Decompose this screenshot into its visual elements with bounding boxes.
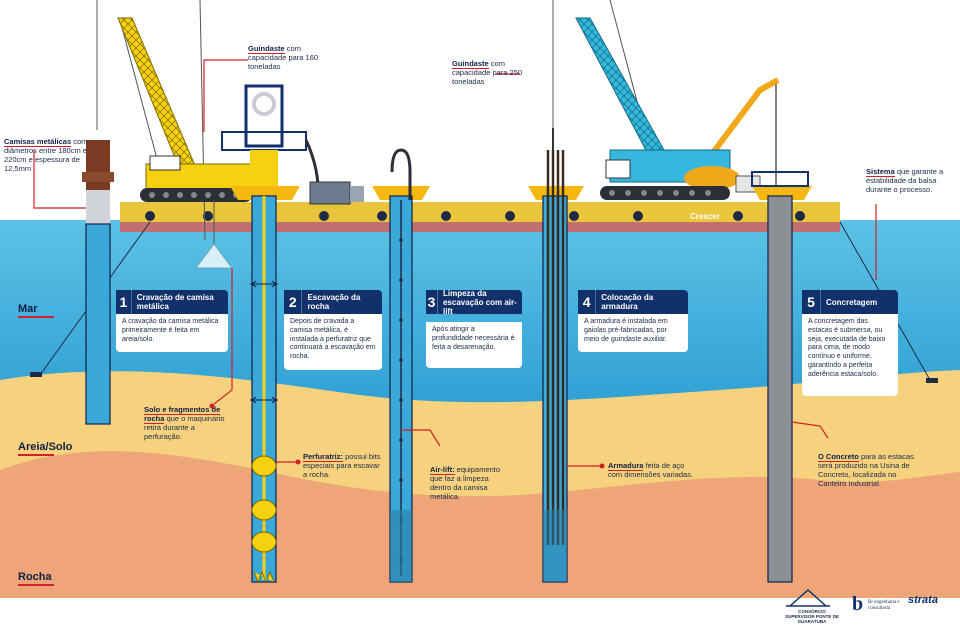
anchor-left (30, 372, 42, 377)
step-1-body: A cravação da camisa metálica primeirame… (116, 314, 228, 352)
callout-sistema-title: Sistema (866, 167, 895, 177)
step-2-number: 2 (284, 290, 303, 314)
callout-leaders (33, 59, 877, 467)
barge-deck (120, 202, 840, 224)
callout-concreto: O Concreto para as estacas será produzid… (818, 452, 926, 488)
step-1-title: Cravação de camisa metálica (136, 293, 214, 311)
callout-guindaste-250-text: com capacidade para 250 toneladas (452, 59, 523, 86)
callout-solo-title: Solo e fragmentos de rocha (144, 405, 221, 424)
pile-4-armadura (528, 128, 584, 583)
step-2-title: Escavação da rocha (307, 293, 361, 311)
barge-bollards (145, 211, 805, 221)
barge-hull (120, 222, 840, 232)
logo-strata: strata (908, 594, 938, 606)
step-1-header: 1 Cravação de camisa metálica (116, 290, 228, 314)
callout-guindaste-250-title: Guindaste (452, 59, 489, 69)
callout-concreto-title: O Concreto (818, 452, 859, 462)
crane-yellow (96, 0, 257, 241)
anchor-right (926, 378, 938, 383)
pile-5-concreto (751, 171, 812, 583)
layer-label-rocha: Rocha (18, 571, 54, 586)
step-3-number: 3 (426, 290, 438, 314)
step-3-title: Limpeza da escavação com air-lift (442, 288, 517, 316)
step-5-number: 5 (802, 290, 821, 314)
step-4-title: Colocação da armadura (601, 293, 654, 311)
callout-airlift-title: Air-lift: (430, 465, 455, 475)
step-3-body: Após atingir a profundidade necessária é… (426, 322, 522, 368)
step-5-header: 5 Concretagem (802, 290, 898, 314)
step-4-header: 4 Colocação da armadura (578, 290, 688, 314)
step-4-body: A armadura é instalada em gaiolas pré-fa… (578, 314, 688, 352)
step-1-number: 1 (116, 290, 132, 314)
footer-band (0, 598, 960, 640)
callout-guindaste-250: Guindaste com capacidade para 250 tonela… (452, 59, 542, 86)
callout-solo: Solo e fragmentos de rocha que o maquiná… (144, 405, 232, 441)
callout-sistema: Sistema que garante a estabilidade da ba… (866, 167, 956, 194)
callout-armadura-title: Armadura (608, 461, 644, 471)
pile-3-airlift (372, 148, 430, 583)
callout-guindaste-160-title: Guindaste (248, 44, 285, 54)
pile-1-casing (82, 140, 114, 425)
callout-perfuratriz: Perfuratriz: possui bits especiais para … (303, 452, 381, 479)
callout-guindaste-160: Guindaste com capacidade para 160 tonela… (248, 44, 338, 71)
rock-layer (0, 451, 960, 640)
callout-camisas: Camisas metálicas com diâmetros entre 18… (4, 137, 92, 173)
step-3-header: 3 Limpeza da escavação com air-lift (426, 288, 522, 316)
callout-solo-text: que o maquinário retira durante a perfur… (144, 414, 225, 441)
callout-perfuratriz-text: possui bits especiais para escavar a roc… (303, 452, 381, 479)
pile-2-drill (195, 186, 300, 584)
step-5-body: A concretagem das estacas é submersa, ou… (802, 314, 898, 396)
step-4-number: 4 (578, 290, 597, 314)
layer-label-areia: Areia/Solo (18, 441, 72, 456)
callout-armadura-text: feita de aço com dimensões variadas. (608, 461, 694, 479)
logo-consorcio-text: CONSÓRCIO SUPERVISOR PONTE DE GUARATUBA (785, 609, 839, 624)
drill-rig (221, 84, 364, 205)
callout-armadura: Armadura feita de aço com dimensões vari… (608, 461, 700, 479)
logo-br: b (852, 593, 863, 615)
barge-name: Crescer (690, 212, 720, 221)
callout-camisas-text: com diâmetros entre 180cm e 220cm e espe… (4, 137, 88, 173)
crane-cyan (552, 0, 780, 200)
callout-airlift-text: equipamento que faz a limpeza dentro da … (430, 465, 501, 501)
callout-guindaste-160-text: com capacidade para 160 toneladas (248, 44, 319, 71)
callout-airlift: Air-lift: equipamento que faz a limpeza … (430, 465, 512, 501)
callout-perfuratriz-title: Perfuratriz: (303, 452, 344, 462)
callout-markers (209, 403, 605, 469)
callout-concreto-text: para as estacas será produzido na Usina … (818, 452, 914, 488)
logo-consorcio (786, 588, 830, 607)
step-2-header: 2 Escavação da rocha (284, 290, 382, 314)
callout-camisas-title: Camisas metálicas (4, 137, 72, 147)
step-2-body: Depois de cravada a camisa metálica, é i… (284, 314, 382, 370)
logo-br-text: Br engenharia e consultoria (868, 600, 900, 611)
layer-label-mar: Mar (18, 303, 54, 318)
callout-sistema-text: que garante a estabilidade da balsa dura… (866, 167, 944, 194)
svg-text:b: b (852, 593, 863, 615)
step-5-title: Concretagem (826, 297, 878, 307)
